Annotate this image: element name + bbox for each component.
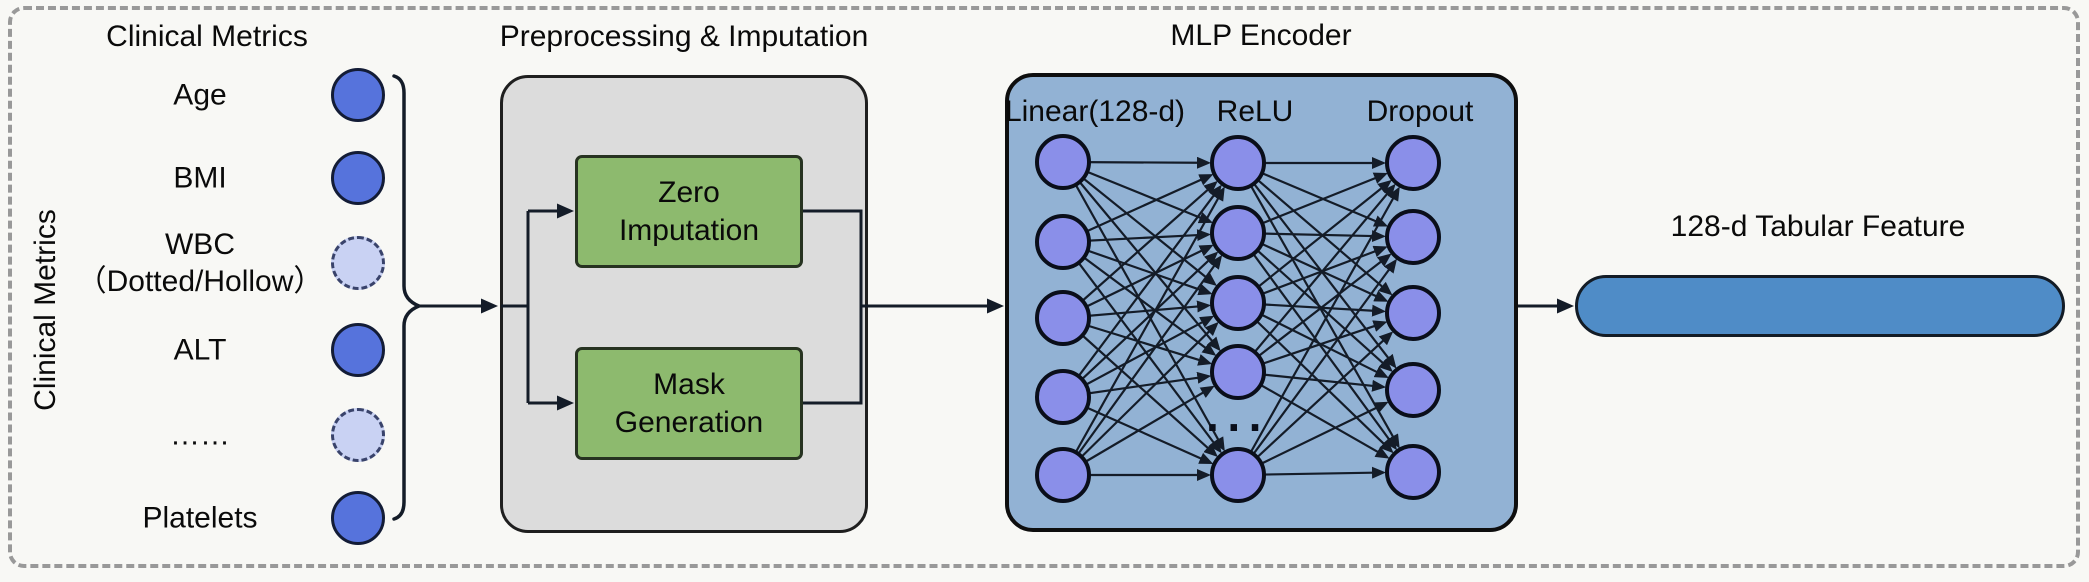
metric-node-dashed xyxy=(331,236,385,290)
zero-imputation-box: Zero Imputation xyxy=(575,155,803,268)
metric-node-solid xyxy=(331,68,385,122)
hidden-nodes-ellipsis: ··· xyxy=(1206,401,1270,453)
mlp-encoder-title: MLP Encoder xyxy=(1170,19,1352,52)
metric-label-text: BMI xyxy=(173,161,227,195)
mask-generation-box: Mask Generation xyxy=(575,347,803,460)
metric-node-solid xyxy=(331,151,385,205)
metric-label: BMI xyxy=(173,160,226,197)
preprocessing-panel xyxy=(500,75,868,533)
metric-node-dashed xyxy=(331,408,385,462)
mlp-encoder-panel xyxy=(1005,73,1518,532)
clinical-metrics-header: Clinical Metrics xyxy=(106,20,308,53)
metric-label-text: …… xyxy=(170,418,230,452)
metric-label: ALT xyxy=(174,332,227,369)
metric-node-solid xyxy=(331,491,385,545)
metric-label-text: ALT xyxy=(173,333,227,367)
tabular-feature-label: 128-d Tabular Feature xyxy=(1670,210,1966,243)
preprocessing-title: Preprocessing & Imputation xyxy=(499,20,869,53)
dropout-layer-label: Dropout xyxy=(1366,95,1474,128)
relu-layer-label: ReLU xyxy=(1216,95,1294,128)
metric-label: Age xyxy=(173,77,226,114)
figure-dashed-border xyxy=(8,6,2080,568)
metric-label-text: WBC xyxy=(164,228,235,261)
metric-label-text: Platelets xyxy=(142,501,258,535)
metric-sublabel-text: （Dotted/Hollow） xyxy=(76,265,324,298)
linear-layer-label: Linear(128-d) xyxy=(1004,95,1186,128)
metric-label: …… xyxy=(170,417,230,454)
metric-label-text: Age xyxy=(173,78,227,112)
tabular-feature-pill xyxy=(1575,275,2065,337)
metric-label: WBC （Dotted/Hollow） xyxy=(77,226,324,300)
metric-node-solid xyxy=(331,323,385,377)
clinical-metrics-side-label: Clinical Metrics xyxy=(29,209,62,411)
metric-label: Platelets xyxy=(142,500,257,537)
